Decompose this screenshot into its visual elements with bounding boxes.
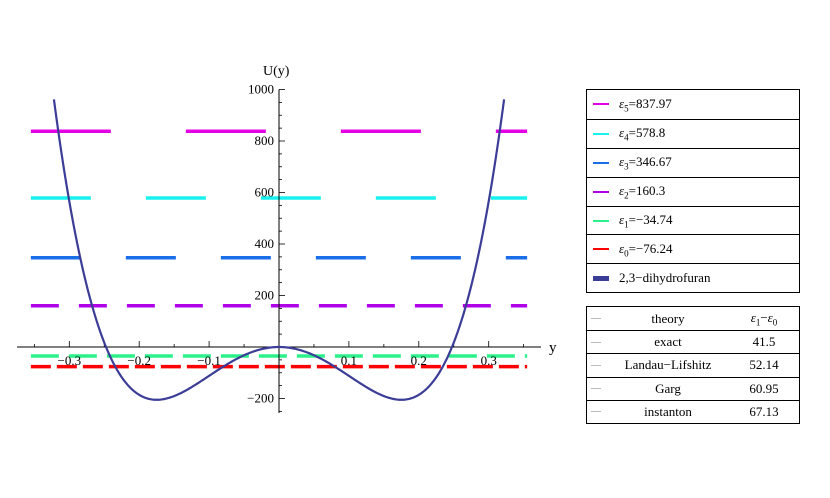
legend-swatch bbox=[593, 132, 609, 135]
epsilon-index: 4 bbox=[624, 132, 629, 143]
table-method: Landau−Lifshitz bbox=[624, 357, 712, 373]
x-tick-label: 0.3 bbox=[481, 353, 497, 368]
legend-swatch bbox=[593, 103, 609, 106]
legend-value: =578.8 bbox=[628, 125, 666, 141]
legend-label: ε4=578.8 bbox=[619, 125, 665, 143]
legend-swatch bbox=[593, 161, 609, 164]
legend-item-2: ε2=160.3 bbox=[587, 176, 799, 206]
legend-value: =−76.24 bbox=[628, 240, 673, 256]
legend-item-0: ε0=−76.24 bbox=[587, 234, 799, 263]
legend-label: 2,3−dihydrofuran bbox=[619, 270, 711, 286]
legend-swatch bbox=[593, 190, 609, 193]
x-tick-label: −0.2 bbox=[127, 353, 151, 368]
table-header-row: theory ε1−ε0 bbox=[587, 307, 799, 330]
row-swatch bbox=[591, 411, 601, 413]
legend-item-potential: 2,3−dihydrofuran bbox=[587, 263, 799, 292]
potential-curve bbox=[52, 99, 506, 401]
legend-item-1: ε1=−34.74 bbox=[587, 205, 799, 235]
epsilon-index: 5 bbox=[624, 103, 629, 114]
epsilon-symbol: ε bbox=[767, 309, 773, 325]
x-tick-label: 0.1 bbox=[341, 353, 357, 368]
row-swatch bbox=[591, 388, 601, 390]
table-method: instanton bbox=[644, 403, 692, 419]
legend-swatch bbox=[593, 248, 609, 251]
legend-label: ε3=346.67 bbox=[619, 154, 672, 172]
x-tick-label: −0.1 bbox=[197, 353, 221, 368]
table-row: exact 41.5 bbox=[587, 330, 799, 353]
header-gap: ε1−ε0 bbox=[729, 310, 799, 328]
legend-value: =346.67 bbox=[628, 153, 672, 169]
potential-curve-layer bbox=[52, 99, 506, 401]
table-value: 60.95 bbox=[749, 380, 779, 396]
table-method: Garg bbox=[655, 380, 681, 396]
table-method: exact bbox=[654, 334, 682, 350]
table-value: 67.13 bbox=[749, 403, 779, 419]
legend-value: =837.97 bbox=[628, 95, 672, 111]
x-tick-label: 0.2 bbox=[411, 353, 427, 368]
y-tick-label: 400 bbox=[255, 236, 275, 251]
epsilon-symbol: ε bbox=[750, 309, 756, 325]
x-axis-label: y bbox=[549, 340, 557, 356]
legend-label: ε5=837.97 bbox=[619, 96, 672, 114]
y-tick-label: 200 bbox=[255, 288, 275, 303]
y-tick-label: 800 bbox=[255, 133, 275, 148]
potential-chart: −0.3 −0.2 −0.1 0.1 0.2 0.3 −200 200 400 600 800 100… bbox=[17, 64, 557, 413]
legend-label: ε1=−34.74 bbox=[619, 212, 673, 230]
epsilon-index: 0 bbox=[772, 317, 778, 328]
epsilon-index: 0 bbox=[624, 248, 629, 259]
legend-label: ε0=−76.24 bbox=[619, 241, 673, 259]
legend-label: ε2=160.3 bbox=[619, 183, 665, 201]
y-tick-label: 600 bbox=[255, 185, 275, 200]
axes: −0.3 −0.2 −0.1 0.1 0.2 0.3 −200 200 400 600 800 100… bbox=[17, 82, 541, 413]
minus-sign: − bbox=[760, 309, 768, 325]
table-row: instanton 67.13 bbox=[587, 399, 799, 423]
legend-item-4: ε4=578.8 bbox=[587, 118, 799, 148]
legend-swatch bbox=[593, 219, 609, 222]
epsilon-symbol: ε bbox=[619, 211, 625, 227]
header-theory: theory bbox=[651, 310, 685, 326]
row-swatch bbox=[591, 318, 601, 320]
row-swatch bbox=[591, 364, 601, 366]
y-tick-label: 1000 bbox=[248, 82, 274, 97]
legend-swatch bbox=[593, 275, 609, 281]
table-value: 52.14 bbox=[749, 357, 779, 373]
y-tick-label: −200 bbox=[247, 391, 274, 406]
epsilon-index: 2 bbox=[624, 190, 629, 201]
y-axis-label: U(y) bbox=[263, 64, 290, 79]
legend-item-3: ε3=346.67 bbox=[587, 147, 799, 177]
epsilon-index: 3 bbox=[624, 161, 629, 172]
row-swatch bbox=[591, 341, 601, 343]
legend-value: =−34.74 bbox=[628, 211, 673, 227]
legend-value: =160.3 bbox=[628, 182, 666, 198]
table-value: 41.5 bbox=[752, 334, 776, 350]
epsilon-symbol: ε bbox=[619, 240, 625, 256]
table-row: Landau−Lifshitz 52.14 bbox=[587, 353, 799, 376]
x-tick-label: −0.3 bbox=[58, 353, 82, 368]
epsilon-symbol: ε bbox=[619, 153, 625, 169]
epsilon-index: 1 bbox=[755, 317, 761, 328]
table-row: Garg 60.95 bbox=[587, 376, 799, 400]
epsilon-symbol: ε bbox=[619, 95, 625, 111]
epsilon-index: 1 bbox=[624, 219, 629, 230]
epsilon-symbol: ε bbox=[619, 125, 625, 141]
legend-item-5: ε5=837.97 bbox=[587, 90, 799, 119]
epsilon-symbol: ε bbox=[619, 182, 625, 198]
